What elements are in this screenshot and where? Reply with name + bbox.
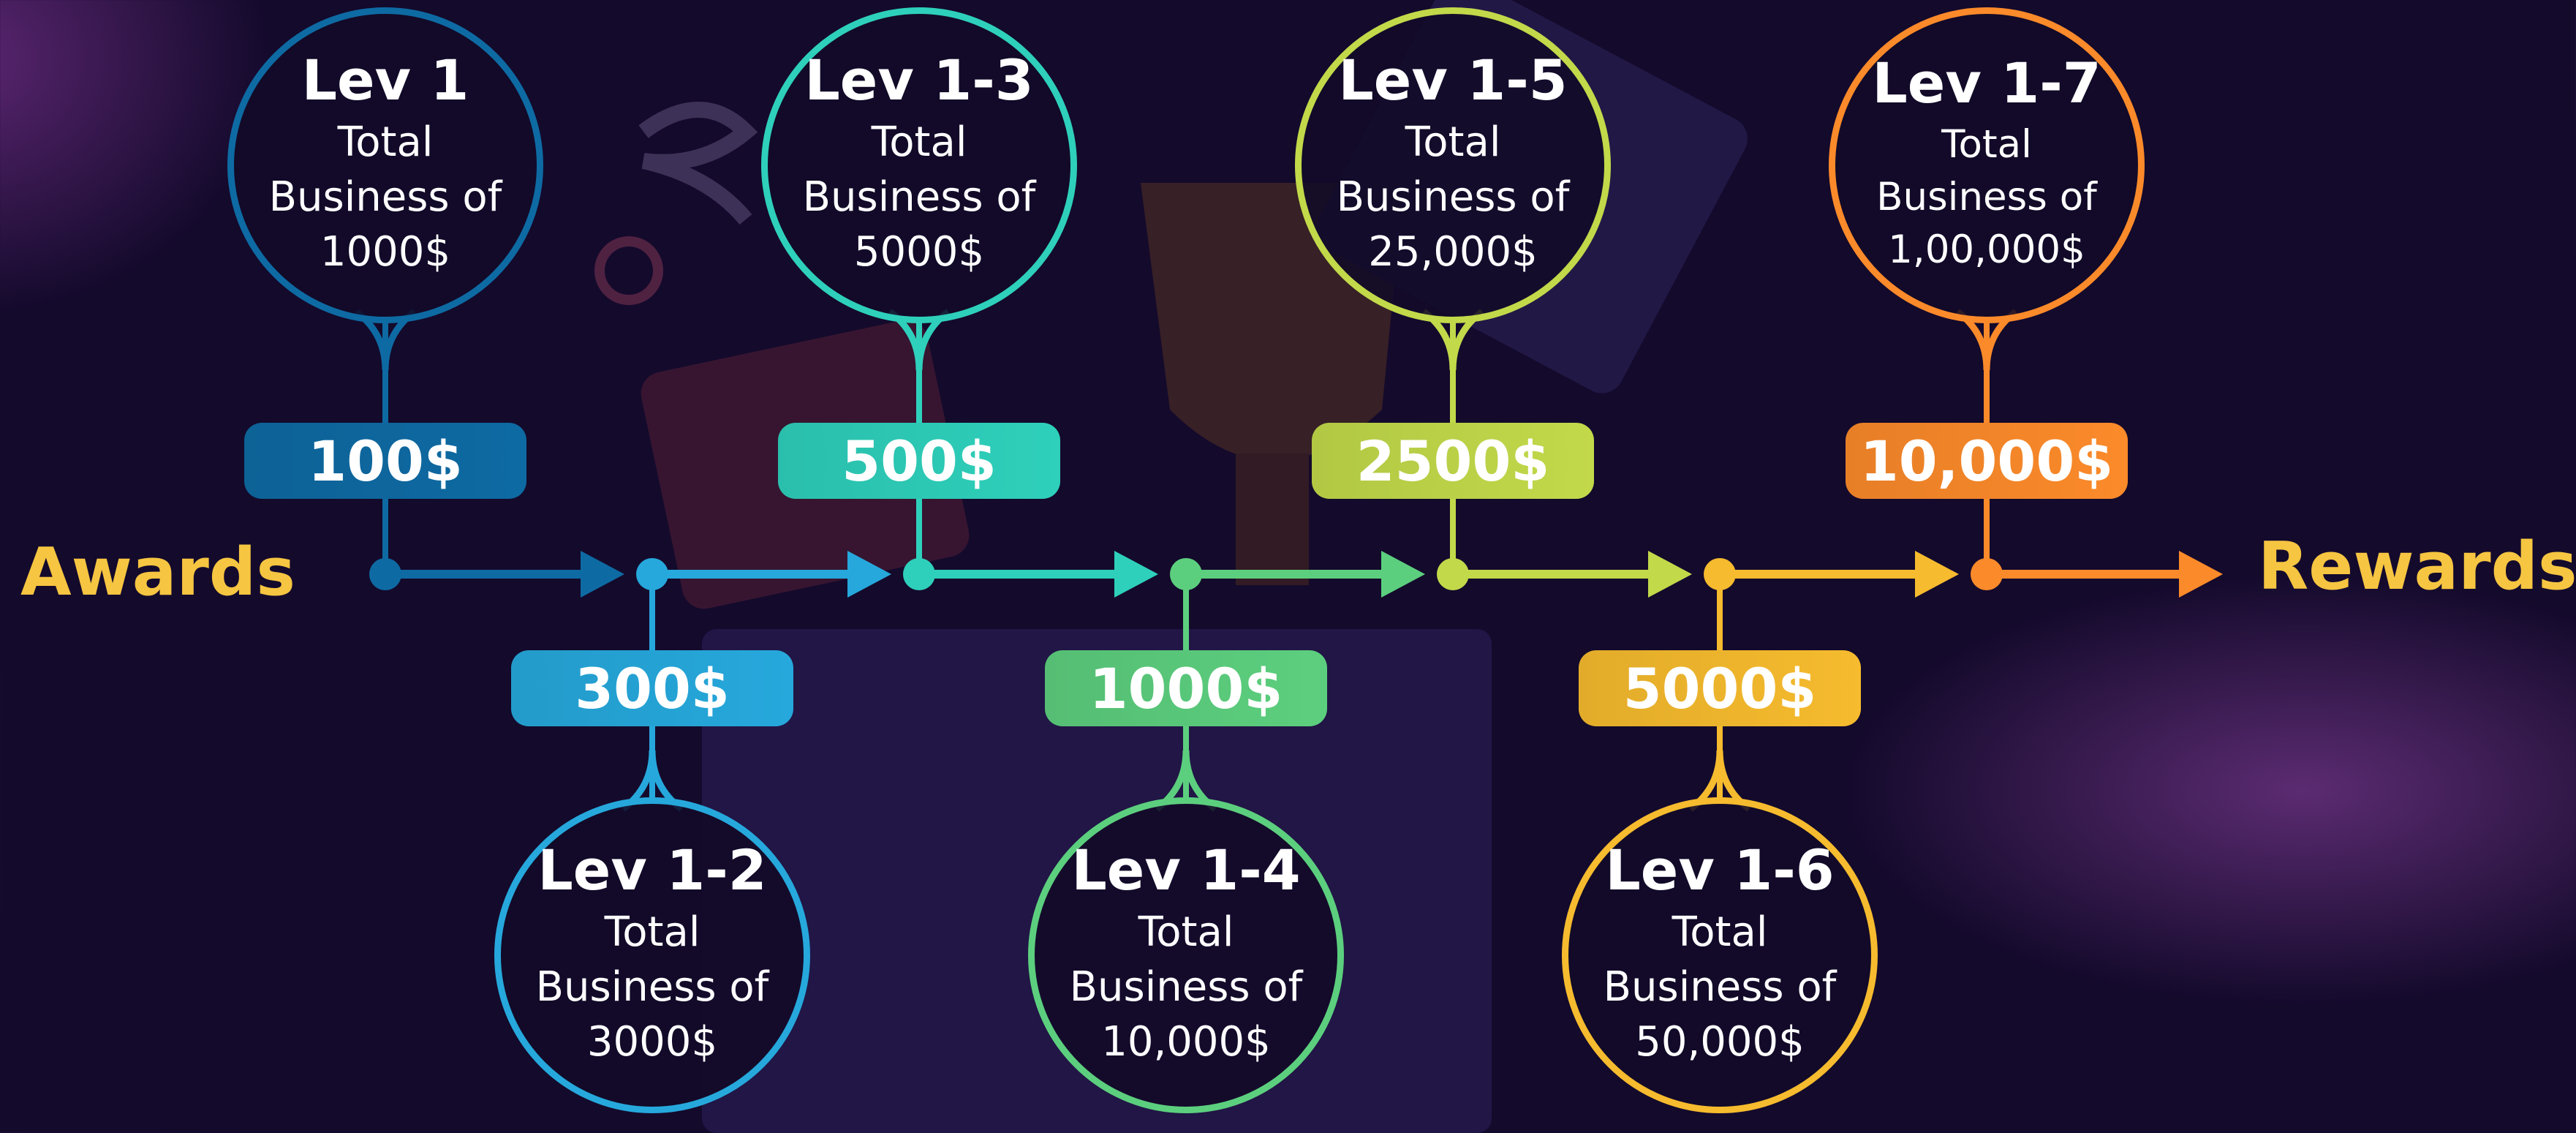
ornament-icon [594,236,663,305]
arrowhead-icon [847,551,891,598]
timeline-node-dot [636,558,668,590]
award-badge: 300$ [511,650,793,726]
timeline-node-dot [1704,558,1736,590]
timeline-node-dot [1170,558,1202,590]
level-description: Total Business of 1000$ [268,118,502,276]
award-badge: 1000$ [1045,650,1327,726]
level-title: Lev 1-7 [1872,50,2101,116]
timeline-node-dot [903,558,935,590]
award-badge: 10,000$ [1846,423,2128,499]
bubble-tail [888,309,951,371]
level-description: Total Business of 5000$ [802,118,1036,276]
bubble-tail [1421,309,1484,371]
level-title: Lev 1 [301,47,469,113]
rewards-label: Rewards [2258,528,2576,605]
arrowhead-icon [1915,551,1959,598]
timeline-node-dot [1971,558,2003,590]
bubble-tail [1688,750,1751,812]
awards-label: Awards [20,534,295,611]
trophy-stem [1236,453,1309,585]
ribbon-icon [638,102,758,225]
level-description: Total Business of 3000$ [535,908,769,1066]
arrowhead-icon [581,551,624,598]
bubble-tail [621,750,684,812]
bubble-tail [354,309,417,371]
timeline-node-dot [369,558,401,590]
level-description: Total Business of 1,00,000$ [1876,121,2097,272]
level-description: Total Business of 25,000$ [1336,118,1570,276]
timeline-node-dot [1437,558,1469,590]
bubble-tail [1955,309,2018,371]
arrowhead-icon [1381,551,1425,598]
level-title: Lev 1-3 [804,47,1034,113]
award-badge: 2500$ [1312,423,1594,499]
level-description: Total Business of 10,000$ [1069,908,1303,1066]
award-badge: 5000$ [1579,650,1861,726]
level-title: Lev 1-4 [1071,837,1301,903]
arrowhead-icon [1648,551,1692,598]
arrowhead-icon [1114,551,1158,598]
level-title: Lev 1-2 [537,837,767,903]
award-badge: 100$ [244,423,526,499]
bubble-tail [1155,750,1217,812]
level-description: Total Business of 50,000$ [1603,908,1837,1066]
arrowhead-icon [2179,551,2223,598]
award-badge: 500$ [778,423,1060,499]
level-title: Lev 1-5 [1338,47,1568,113]
level-title: Lev 1-6 [1605,837,1835,903]
